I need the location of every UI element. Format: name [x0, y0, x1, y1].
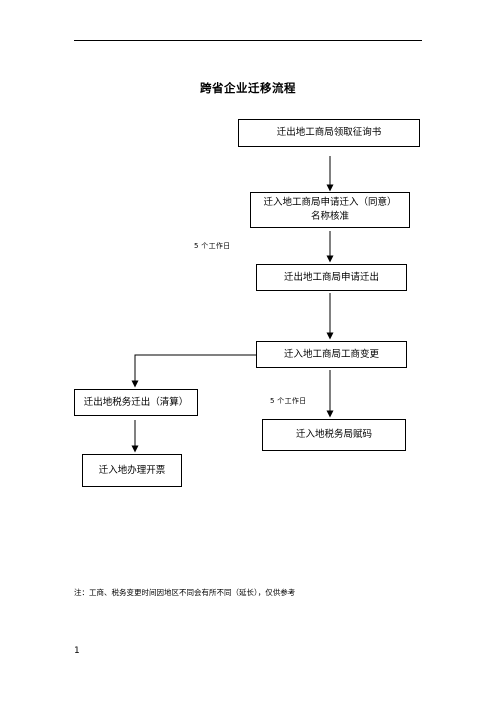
arrow-step4-to-step5: [131, 354, 256, 388]
duration-label: 5 个工作日: [194, 242, 231, 250]
step-box-tax-code-assign: 迁入地税务局赋码: [262, 419, 406, 451]
header-rule: [74, 40, 422, 41]
step-box-invoicing: 迁入地办理开票: [82, 454, 182, 487]
step-label: 迁入地税务局赋码: [295, 429, 372, 440]
step-box-apply-move-in: 迁入地工商局申请迁入（同意） 名称核准: [250, 192, 410, 228]
step-label-line1: 迁入地工商局申请迁入（同意）: [263, 197, 397, 208]
page-title: 跨省企业迁移流程: [200, 81, 296, 95]
step-label: 迁入地工商局工商变更: [283, 348, 379, 360]
step-label: 迁入地办理开票: [98, 464, 166, 476]
duration-label: 5 个工作日: [270, 397, 307, 405]
step-label: 迁出地工商局申请迁出: [283, 271, 379, 283]
step-label-line2: 名称核准: [310, 211, 349, 222]
step-box-tax-move-out: 迁出地税务迁出（清算）: [74, 389, 198, 416]
step-label: 迁出地税务迁出（清算）: [83, 396, 189, 408]
step-box-business-change: 迁入地工商局工商变更: [256, 341, 407, 368]
page-number: 1: [74, 646, 80, 656]
step-box-apply-move-out: 迁出地工商局申请迁出: [256, 264, 407, 291]
footnote: 注：工商、税务变更时间因地区不同会有所不同（延长），仅供参考: [74, 588, 296, 597]
step-label: 迁出地工商局领取征询书: [276, 127, 382, 138]
step-box-receive-inquiry: 迁出地工商局领取征询书: [238, 119, 420, 147]
